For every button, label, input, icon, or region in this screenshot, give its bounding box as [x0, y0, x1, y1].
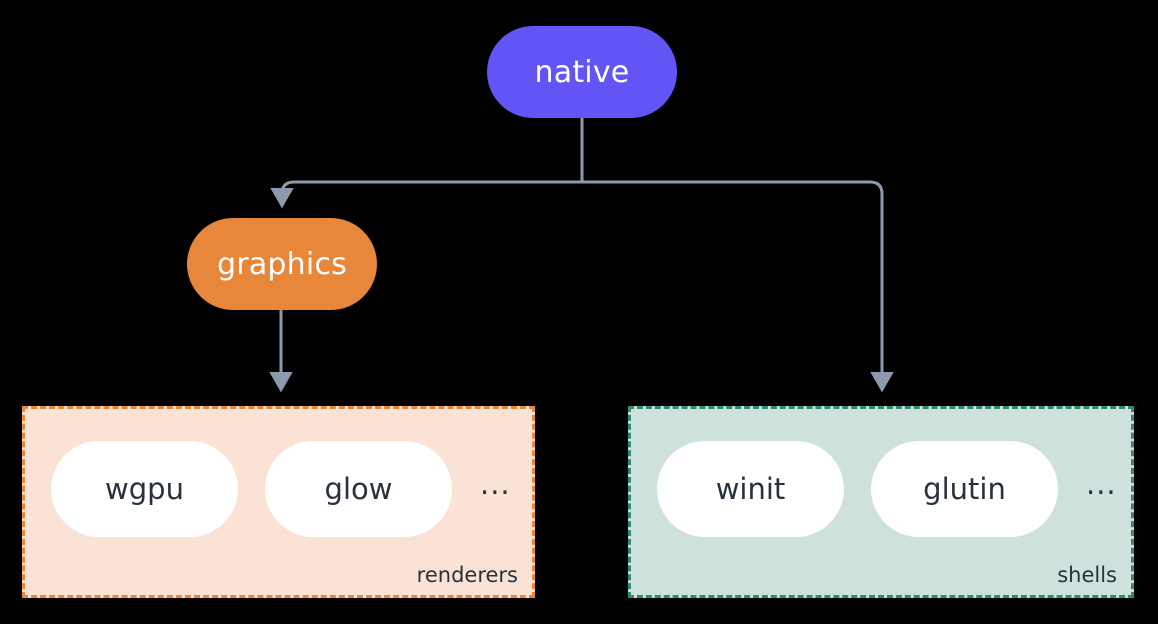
group-renderers-label: renderers — [416, 563, 518, 587]
item-pill-glutin-label: glutin — [923, 472, 1006, 506]
item-pill-winit[interactable]: winit — [657, 441, 844, 537]
group-renderers-items: wgpu glow ... — [51, 429, 511, 549]
item-pill-wgpu[interactable]: wgpu — [51, 441, 238, 537]
item-pill-wgpu-label: wgpu — [105, 472, 184, 506]
node-graphics[interactable]: graphics — [187, 218, 377, 310]
group-shells-items: winit glutin ... — [657, 429, 1117, 549]
node-native[interactable]: native — [487, 26, 677, 118]
item-pill-glow-label: glow — [324, 472, 393, 506]
item-pill-glow[interactable]: glow — [265, 441, 452, 537]
item-pill-winit-label: winit — [715, 472, 786, 506]
edge-native-to-graphics — [270, 180, 582, 209]
group-renderers[interactable]: wgpu glow ... renderers — [22, 406, 535, 598]
item-spacer — [844, 489, 871, 490]
edge-native-to-shells — [582, 180, 894, 393]
node-graphics-label: graphics — [217, 246, 347, 282]
item-pill-glutin[interactable]: glutin — [871, 441, 1058, 537]
group-shells-label: shells — [1057, 563, 1117, 587]
node-native-label: native — [534, 54, 630, 90]
shells-overflow-ellipsis: ... — [1086, 466, 1117, 501]
item-spacer — [238, 489, 265, 490]
renderers-overflow-ellipsis: ... — [480, 466, 511, 501]
group-shells[interactable]: winit glutin ... shells — [628, 406, 1134, 598]
